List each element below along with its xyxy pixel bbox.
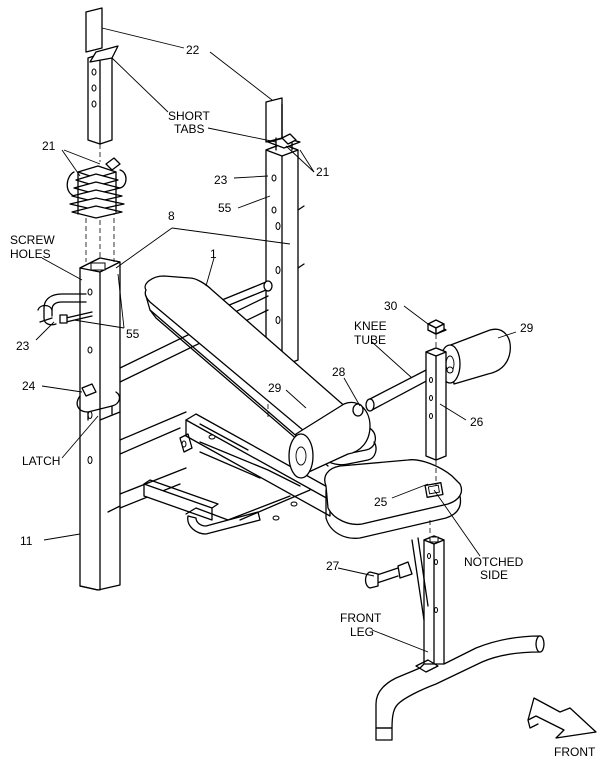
label-23-right: 23 [214,173,228,187]
label-27: 27 [326,559,340,573]
label-notched-side-line1: NOTCHED [464,555,524,569]
label-8: 8 [168,209,175,223]
rear-crossbar-rod [221,280,273,309]
label-26: 26 [470,415,484,429]
label-24: 24 [22,379,36,393]
label-29-right: 29 [520,321,534,335]
front-base [375,635,545,741]
label-notched-side-line2: SIDE [480,568,508,582]
label-latch: LATCH [22,454,60,468]
end-cap [427,319,445,335]
knee-post [425,325,447,486]
label-25: 25 [374,495,388,509]
seat-pop-pin [364,561,413,589]
left-clip-stack [66,157,127,262]
label-11: 11 [20,534,33,548]
leader-lines [35,27,517,653]
left-upright-tube [79,257,121,591]
right-upper-extension [265,97,301,151]
label-short-tabs-line1: SHORT [168,109,210,123]
front-direction-arrow [527,697,597,739]
label-29-center: 29 [268,381,282,395]
left-upper-extension [85,7,119,162]
seat-pad [324,459,463,539]
label-front-leg-line2: LEG [350,625,374,639]
backrest-support [179,433,311,535]
callout-labels: 22 SHORT TABS 21 21 23 55 8 SCREW HOLES … [10,43,596,759]
label-23-left: 23 [16,339,30,353]
label-21-right: 21 [316,165,330,179]
label-30: 30 [384,299,398,313]
label-1: 1 [210,247,217,261]
label-screw-holes-line2: HOLES [10,247,51,261]
knee-tube [352,367,433,417]
left-screw [59,311,93,324]
label-55-right: 55 [218,201,232,215]
label-22: 22 [186,43,200,57]
label-front: FRONT [554,745,596,759]
label-front-leg-line1: FRONT [340,611,382,625]
backrest-roller-pad [288,401,371,479]
label-screw-holes-line1: SCREW [10,233,55,247]
label-55-left: 55 [126,327,140,341]
label-short-tabs-line2: TABS [174,122,204,136]
left-handle-pin [37,293,87,326]
label-28: 28 [332,365,346,379]
latch-clip [76,383,121,421]
label-knee-tube-line2: TUBE [354,333,386,347]
backrest-pad [144,275,377,467]
label-21-left: 21 [42,139,56,153]
label-knee-tube-line1: KNEE [354,319,387,333]
front-leg [411,520,445,669]
